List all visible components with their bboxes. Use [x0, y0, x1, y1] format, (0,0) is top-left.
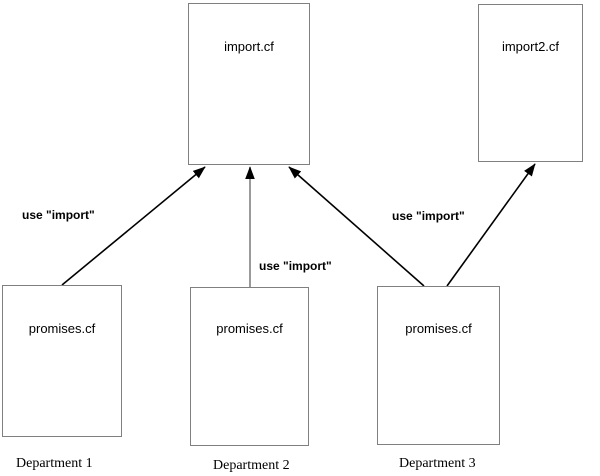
node-import-cf[interactable]: import.cf — [188, 3, 310, 165]
node-promises-cf-dept3[interactable]: promises.cf — [377, 286, 500, 445]
caption-department-2: Department 2 — [213, 458, 290, 473]
edge-line-dept3-import — [288, 166, 425, 287]
node-import2-cf-label: import2.cf — [501, 39, 560, 54]
node-promises-cf-dept1[interactable]: promises.cf — [2, 285, 122, 437]
node-promises-cf-dept2-label: promises.cf — [216, 321, 283, 336]
edge-label-dept1-import: use "import" — [22, 208, 95, 222]
caption-department-1: Department 1 — [16, 456, 93, 471]
edge-label-dept3-import2: use "import" — [392, 209, 465, 223]
caption-department-3: Department 3 — [399, 456, 476, 471]
node-promises-cf-dept1-label: promises.cf — [28, 321, 96, 336]
node-import-cf-label: import.cf — [224, 39, 274, 54]
edge-label-dept2-import: use "import" — [259, 259, 332, 273]
node-promises-cf-dept3-label: promises.cf — [405, 321, 472, 336]
edge-line-dept1-import — [61, 166, 206, 286]
node-promises-cf-dept2[interactable]: promises.cf — [190, 287, 309, 446]
edge-line-dept3-import2 — [446, 163, 536, 287]
node-import2-cf[interactable]: import2.cf — [478, 4, 583, 162]
